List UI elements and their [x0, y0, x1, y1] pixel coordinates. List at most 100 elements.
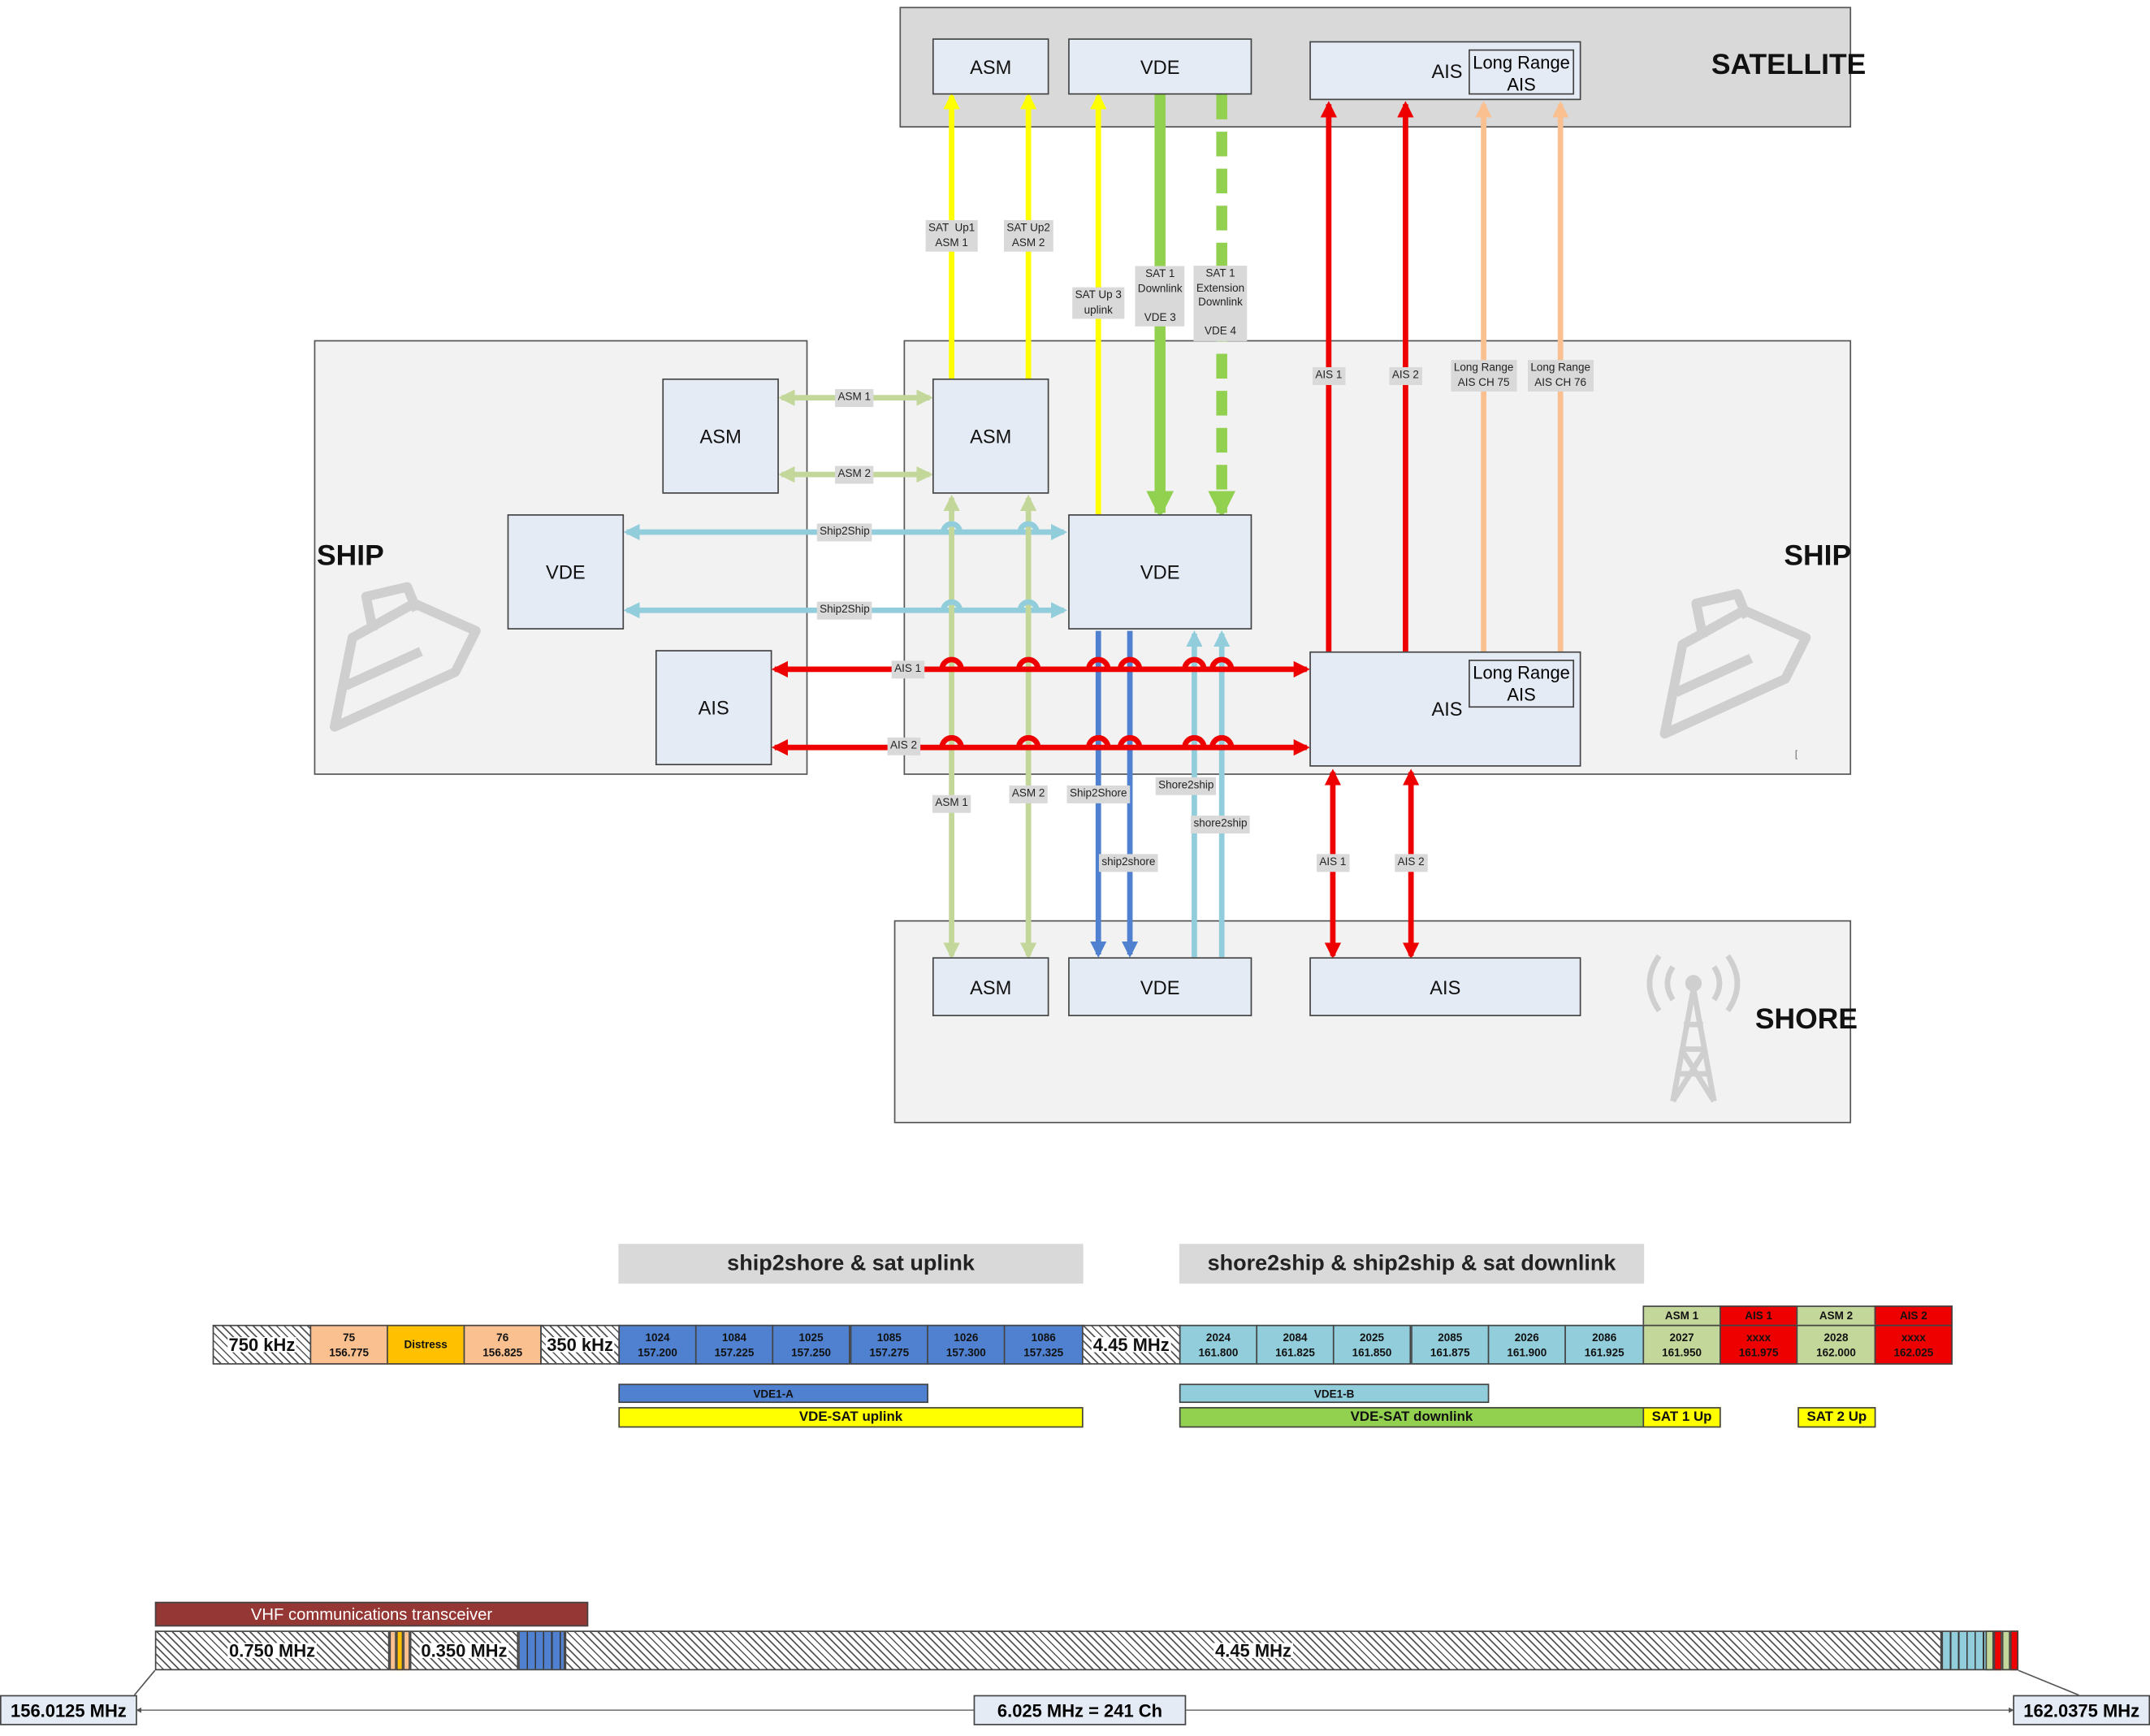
spectrum-asm2-sliver [2001, 1630, 2010, 1671]
vde-sat-uplink-bar: VDE-SAT uplink [618, 1407, 1084, 1428]
ship2shore1-label: Ship2Shore [1066, 785, 1130, 803]
sat-up3-label: SAT Up 3 uplink [1072, 287, 1125, 319]
right-ship-asm-box: ASM [932, 378, 1049, 494]
spectrum-uplink-block [518, 1630, 565, 1671]
uplink-channel: 1084 157.225 [694, 1324, 774, 1365]
spectrum-ais1-sliver [1993, 1630, 2002, 1671]
uplink-channel: 1086 157.325 [1003, 1324, 1084, 1365]
tiny-mark: [ [1794, 750, 1798, 760]
sat1-up-bar: SAT 1 Up [1642, 1407, 1721, 1428]
asm1-channel: 2027 161.950 [1642, 1324, 1721, 1365]
spectrum-ais2-sliver [2009, 1630, 2019, 1671]
shore2ship2-label: shore2ship [1191, 816, 1250, 833]
uplink-channel: 1024 157.200 [618, 1324, 697, 1365]
sat2-up-bar: SAT 2 Up [1797, 1407, 1876, 1428]
satellite-label: SATELLITE [1711, 49, 1867, 81]
ais2-sat-label: AIS 2 [1389, 367, 1422, 385]
ais1-sat-label: AIS 1 [1312, 367, 1345, 385]
right-ship-region [903, 340, 1852, 775]
vde-sat-downlink-bar: VDE-SAT downlink [1179, 1407, 1645, 1428]
spectrum-seg-0750-label: 0.750 MHz [227, 1640, 317, 1661]
gap-4-45-mhz: 4.45 MHz [1081, 1324, 1181, 1365]
shore-asm-box: ASM [932, 957, 1049, 1016]
asm2-tag: ASM 2 [1796, 1305, 1876, 1327]
span-label: 6.025 MHz = 241 Ch [973, 1695, 1187, 1725]
downlink-channel: 2025 161.850 [1332, 1324, 1412, 1365]
spectrum-seg-445: 4.45 MHz [565, 1630, 1942, 1671]
shore-ais-box: AIS [1309, 957, 1581, 1016]
right-ship-vde-box: VDE [1068, 514, 1252, 630]
spectrum-seg-445-label: 4.45 MHz [1213, 1640, 1293, 1661]
sat1-downlink-label: SAT 1 Downlink VDE 3 [1135, 266, 1186, 327]
right-ship-label: SHIP [1784, 540, 1852, 572]
asm2-shore-label: ASM 2 [1009, 785, 1048, 803]
downlink-channel: 2024 161.800 [1179, 1324, 1258, 1365]
spectrum-ch76-sliver [403, 1630, 410, 1671]
right-ship-long-range-ais-box: Long Range AIS [1469, 660, 1575, 708]
spectrum-seg-0350: 0.350 MHz [409, 1630, 519, 1671]
ais1-s2s-label: AIS 1 [891, 660, 924, 678]
left-ship-icon [330, 582, 481, 732]
lr75-label: Long Range AIS CH 75 [1451, 360, 1516, 392]
ship2ship2-label: Ship2Ship [816, 601, 873, 619]
ais1-channel: xxxx 161.975 [1720, 1324, 1798, 1365]
ship2ship-crossing-humps [941, 521, 1040, 611]
end-frequency: 162.0375 MHz [2013, 1695, 2150, 1725]
vhf-transceiver-bar: VHF communications transceiver [154, 1601, 589, 1627]
antenna-tower-icon [1646, 954, 1741, 1103]
asm2-channel: 2028 162.000 [1796, 1324, 1876, 1365]
ais2-shore-label: AIS 2 [1395, 854, 1428, 872]
downlink-channel: 2084 161.825 [1256, 1324, 1335, 1365]
shore-label: SHORE [1754, 1003, 1858, 1036]
uplink-header: ship2shore & sat uplink [618, 1244, 1084, 1284]
gap-750-khz: 750 kHz [212, 1324, 312, 1365]
left-ship-asm-box: ASM [662, 378, 779, 494]
shore2ship1-label: Shore2ship [1155, 777, 1217, 794]
ship2ship1-label: Ship2Ship [816, 523, 873, 541]
ship2shore2-label: ship2shore [1098, 854, 1158, 872]
asm2-s2s-label: ASM 2 [835, 465, 874, 483]
satellite-ais-label: AIS [1431, 59, 1463, 82]
right-ship-icon [1659, 589, 1811, 739]
gap-4-45-mhz-label: 4.45 MHz [1092, 1334, 1171, 1355]
asm1-shore-label: ASM 1 [932, 794, 971, 812]
asm1-s2s-label: ASM 1 [835, 389, 874, 407]
ais2-tag: AIS 2 [1874, 1305, 1953, 1327]
sat-up1-label: SAT Up1 ASM 1 [925, 219, 978, 252]
left-ship-vde-box: VDE [507, 514, 625, 630]
uplink-channel: 1025 157.250 [772, 1324, 850, 1365]
ais1-shore-label: AIS 1 [1317, 854, 1349, 872]
spectrum-seg-0750: 0.750 MHz [154, 1630, 390, 1671]
left-ship-label: SHIP [316, 540, 384, 572]
start-frequency: 156.0125 MHz [0, 1695, 137, 1725]
gap-350-khz-label: 350 kHz [545, 1334, 615, 1355]
ais2-channel: xxxx 162.025 [1874, 1324, 1953, 1365]
gap-350-khz: 350 kHz [540, 1324, 621, 1365]
downlink-channel: 2086 161.925 [1564, 1324, 1645, 1365]
right-ship-ais-label: AIS [1431, 698, 1463, 721]
satellite-long-range-ais-box: Long Range AIS [1469, 49, 1575, 95]
spectrum-distress-sliver [396, 1630, 404, 1671]
shore-vde-box: VDE [1068, 957, 1252, 1016]
satellite-asm-box: ASM [932, 38, 1049, 95]
ais2-s2s-label: AIS 2 [887, 737, 920, 755]
satellite-vde-box: VDE [1068, 38, 1252, 95]
channel-75: 75 156.775 [309, 1324, 388, 1365]
spectrum-ch75-sliver [389, 1630, 396, 1671]
downlink-header: shore2ship & ship2ship & sat downlink [1179, 1244, 1645, 1284]
asm1-tag: ASM 1 [1642, 1305, 1721, 1327]
spectrum-seg-0350-label: 0.350 MHz [419, 1640, 509, 1661]
spectrum-asm1-sliver [1985, 1630, 1994, 1671]
sat-up2-label: SAT Up2 ASM 2 [1003, 219, 1053, 252]
vde1-b-bar: VDE1-B [1179, 1383, 1490, 1404]
vde1-a-bar: VDE1-A [618, 1383, 928, 1404]
channel-76: 76 156.825 [463, 1324, 542, 1365]
downlink-channel: 2026 161.900 [1487, 1324, 1566, 1365]
left-ship-ais-box: AIS [655, 650, 772, 766]
ais-crossing-humps [939, 656, 1235, 748]
gap-750-khz-label: 750 kHz [227, 1334, 296, 1355]
downlink-channel: 2085 161.875 [1411, 1324, 1490, 1365]
